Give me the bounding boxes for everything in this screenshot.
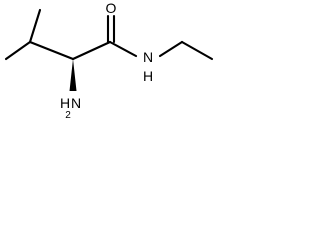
amide-nitrogen-label: N <box>143 49 153 65</box>
amino-subscript: 2 <box>65 110 71 120</box>
chemical-structure: O N H H N 2 <box>4 0 214 120</box>
bond-carbonyl-amide-n <box>108 40 138 58</box>
bond-amide-n-ch2 <box>158 40 184 58</box>
bond-methyl-top <box>28 8 42 44</box>
amino-hydrogen-label: H <box>60 95 70 111</box>
amide-hydrogen-label: H <box>143 68 153 84</box>
bond-calpha-carbonyl <box>71 40 112 61</box>
bond-ch2-ch3 <box>180 40 214 61</box>
bond-ch-calpha <box>28 40 75 61</box>
amino-nitrogen-label: N <box>71 95 81 111</box>
stereo-wedge-bond <box>69 59 77 91</box>
bond-methyl-left <box>4 40 32 61</box>
oxygen-label: O <box>106 0 117 16</box>
